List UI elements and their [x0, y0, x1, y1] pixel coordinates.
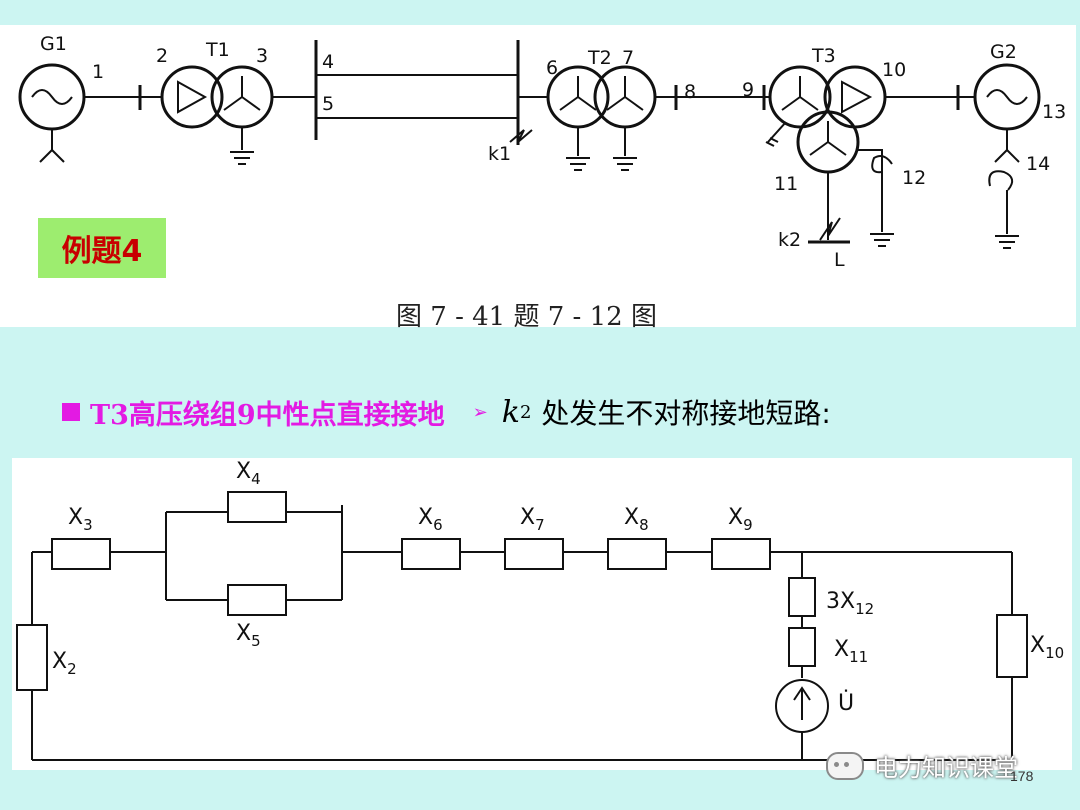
label-node-3: 3	[256, 45, 268, 67]
label-node-1: 1	[92, 61, 104, 83]
label-g1: G1	[40, 33, 67, 55]
note-text: T3高压绕组9中性点直接接地	[90, 399, 445, 431]
label-node-11: 11	[774, 173, 798, 195]
resistor-x3	[51, 538, 111, 570]
resistor-x2	[16, 624, 48, 691]
resistor-x6	[401, 538, 461, 570]
wechat-icon	[826, 751, 864, 780]
figure-caption: 图 7 - 41 题 7 - 12 图	[396, 302, 657, 332]
label-x8: X8	[624, 505, 649, 534]
arrow-bullet-icon: ➢	[472, 401, 488, 422]
label-node-8: 8	[684, 81, 696, 103]
label-node-9: 9	[742, 79, 754, 101]
transformer-t1-symbol	[160, 65, 224, 129]
fault-description: 处发生不对称接地短路:	[541, 397, 831, 430]
label-x6: X6	[418, 505, 443, 534]
resistor-x9	[711, 538, 771, 570]
label-node-5: 5	[322, 93, 334, 115]
resistor-x11	[788, 627, 816, 667]
label-t2: T2	[587, 47, 612, 69]
equivalent-circuit-panel	[12, 458, 1072, 770]
square-bullet-icon	[62, 403, 80, 421]
label-source: U̇	[838, 690, 854, 716]
label-node-7: 7	[622, 47, 634, 69]
label-l: L	[834, 249, 845, 271]
label-x4: X4	[236, 459, 261, 488]
label-node-12: 12	[902, 167, 926, 189]
example-badge: 例题4	[38, 218, 166, 278]
fault-point-subscript: 2	[519, 401, 532, 423]
label-k1: k1	[488, 143, 511, 165]
slide-number: 178	[1010, 768, 1034, 784]
single-line-diagram-panel	[0, 25, 1076, 327]
label-x9: X9	[728, 505, 753, 534]
label-t3: T3	[811, 45, 836, 67]
label-k2: k2	[778, 229, 801, 251]
label-node-13: 13	[1042, 101, 1066, 123]
label-node-4: 4	[322, 51, 334, 73]
label-t1: T1	[205, 39, 230, 61]
label-node-14: 14	[1026, 153, 1050, 175]
label-x10: X10	[1030, 633, 1064, 662]
resistor-x7	[504, 538, 564, 570]
watermark: 电力知识课堂	[826, 748, 1018, 783]
single-line-diagram: G1 1 2 T1 3 4 5 k1 6 T2 7 8 9 T3 10 11 1…	[18, 33, 1066, 271]
label-x5: X5	[236, 621, 261, 650]
label-x7: X7	[520, 505, 545, 534]
resistor-x10	[996, 614, 1028, 678]
label-g2: G2	[990, 41, 1017, 63]
label-node-10: 10	[882, 59, 906, 81]
fault-point-symbol: k	[501, 394, 520, 430]
label-x11: X11	[834, 637, 868, 666]
label-x3: X3	[68, 505, 93, 534]
resistor-3x12	[788, 577, 816, 617]
label-node-2: 2	[156, 45, 168, 67]
watermark-text: 电力知识课堂	[874, 755, 1018, 782]
label-x2: X2	[52, 649, 77, 678]
label-3x12: 3X12	[826, 589, 874, 618]
resistor-x5	[227, 584, 287, 616]
transformer-t3-symbol	[768, 65, 832, 129]
resistor-x4	[227, 491, 287, 523]
label-node-6: 6	[546, 57, 558, 79]
resistor-x8	[607, 538, 667, 570]
